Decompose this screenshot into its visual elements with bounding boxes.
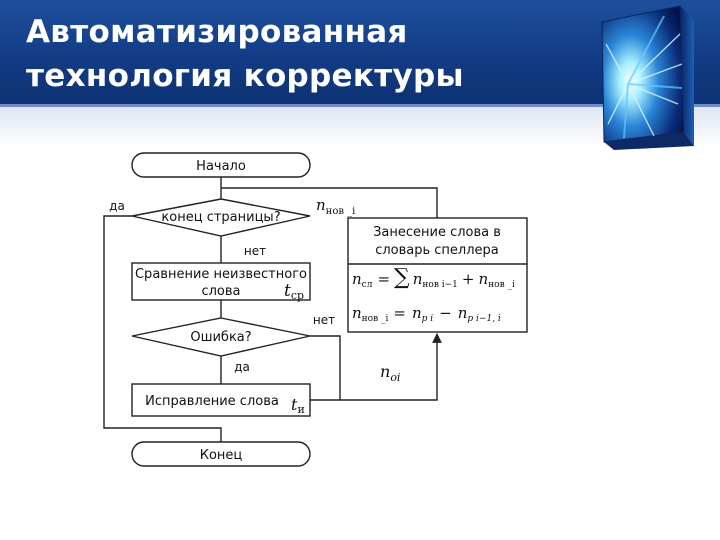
formula-1-eq: = — [377, 270, 390, 288]
compare-label-line1: Сравнение неизвестного — [135, 267, 307, 282]
n-oi-label: noi — [380, 362, 400, 384]
formula-1-lhs-sub: сл — [362, 280, 373, 290]
formula-1-plus: + — [462, 270, 475, 288]
yes-label-2: да — [234, 360, 250, 374]
n-oi-subscript: oi — [390, 371, 400, 384]
formula-2-minus: − — [439, 304, 452, 322]
formula-2-eq: = — [393, 304, 406, 322]
formula-1-sum: ∑ — [394, 265, 410, 290]
t-fix-label: tи — [291, 395, 305, 416]
formula-1: nсл=∑nнов i−1+nнов _i — [352, 265, 515, 290]
connector-yes-to-end — [103, 215, 222, 442]
formula-2-term1-sub: p i — [422, 314, 434, 324]
slide-title-line-2: технология корректуры — [26, 58, 464, 94]
blue-light-burst-cube-icon — [601, 5, 694, 150]
header-fade — [0, 107, 720, 147]
connector-no-to-merge — [310, 335, 341, 400]
no-label-1: нет — [244, 244, 266, 258]
formula-2-lhs-sub: нов _i — [362, 314, 389, 324]
end-label: Конец — [200, 448, 243, 463]
yes-label-1: да — [109, 199, 125, 213]
formula-1-lhs: n — [352, 270, 362, 288]
formula-1-term2-sub: нов _i — [488, 280, 515, 290]
formula-2-term2-sub: p i−1, i — [467, 314, 500, 324]
t-compare-symbol: t — [284, 281, 291, 301]
formula-2: nнов _i=np i−np i−1, i — [352, 304, 501, 324]
speller-label-line1: Занесение слова в — [373, 225, 501, 240]
speller-label-line2: словарь спеллера — [375, 243, 499, 258]
connector-speller-loopback — [221, 187, 438, 218]
n-new-label: nнов _i — [316, 196, 355, 217]
t-fix-symbol: t — [291, 395, 298, 414]
title-bar — [0, 0, 720, 104]
connector-fix-to-speller — [310, 333, 442, 401]
no-label-2: нет — [313, 313, 335, 327]
formula-2-lhs: n — [352, 304, 362, 322]
t-fix-subscript: и — [297, 403, 304, 416]
formula-2-term2: n — [458, 304, 468, 322]
t-compare-subscript: ср — [291, 289, 304, 302]
formula-1-term2: n — [478, 270, 488, 288]
slide-title-line-1: Автоматизированная — [26, 14, 408, 50]
n-new-symbol: n — [316, 196, 326, 214]
slide-title: Автоматизированная технология корректуры — [26, 10, 586, 98]
formula-2-term1: n — [412, 304, 422, 322]
title-underline — [0, 104, 720, 107]
compare-label-line2: слова — [201, 284, 240, 299]
decision-page-end-label: конец страницы? — [161, 210, 280, 225]
t-compare-label: tср — [284, 281, 304, 302]
formula-1-term1-sub: нов i−1 — [422, 280, 458, 290]
fix-word-label: Исправление слова — [145, 394, 279, 409]
n-new-subscript: нов _i — [326, 206, 356, 217]
decision-error-label: Ошибка? — [190, 330, 251, 345]
n-oi-symbol: n — [380, 362, 390, 381]
formula-1-term1: n — [413, 270, 423, 288]
start-label: Начало — [196, 159, 246, 174]
